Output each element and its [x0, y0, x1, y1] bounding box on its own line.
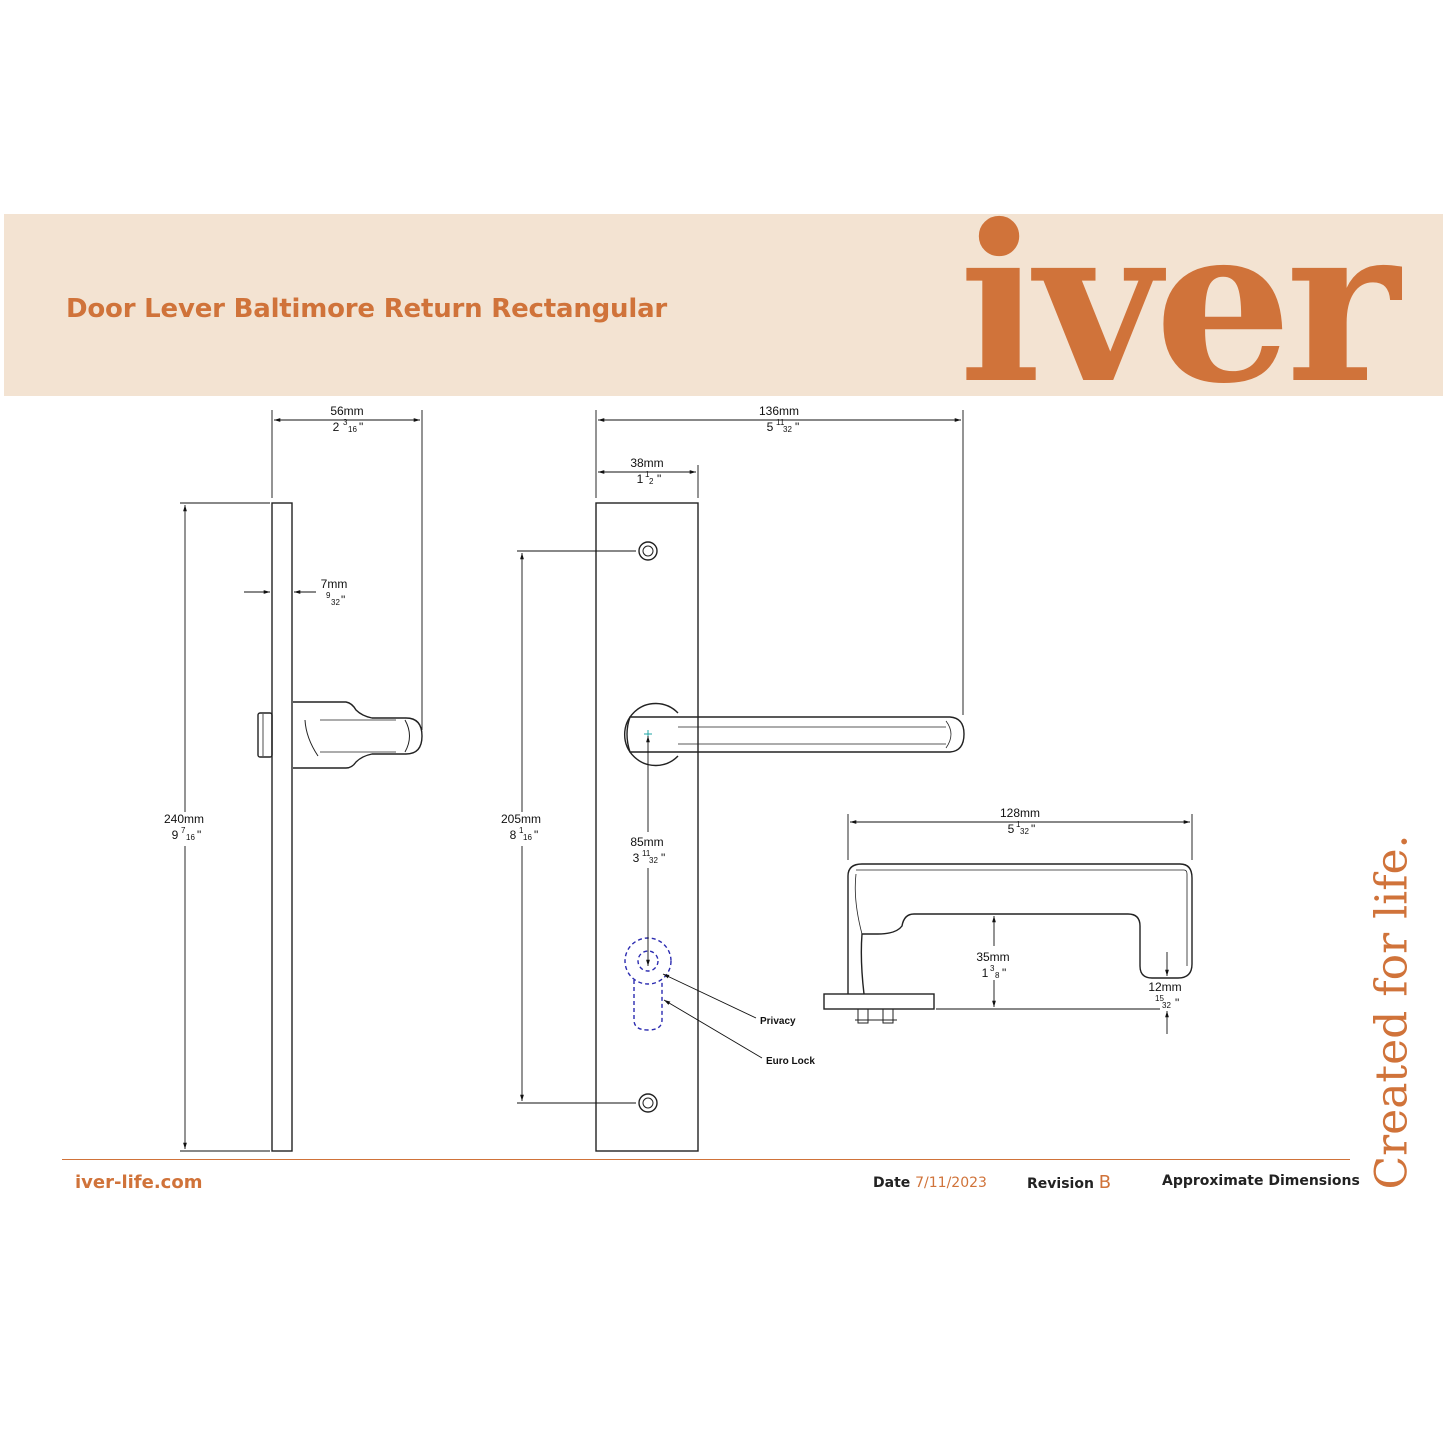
svg-text:": ": [1031, 822, 1035, 836]
top-view: [823, 863, 1193, 1024]
svg-text:": ": [657, 472, 661, 486]
lever-rose: [623, 702, 679, 767]
svg-text:": ": [534, 828, 538, 842]
date-label: Date: [873, 1175, 911, 1191]
dim-screw-centres-in-den: 16: [523, 833, 532, 842]
dim-side-projection-in-whole: 2: [333, 420, 340, 434]
dim-grip-clearance-in-whole: 1: [982, 966, 989, 980]
revision-value: B: [1098, 1172, 1112, 1193]
dim-overall-height-mm: 240mm: [164, 812, 204, 826]
dim-side-projection-in-num: 3: [343, 418, 348, 427]
bottom-screw-hole: [638, 1093, 658, 1113]
website-link[interactable]: iver-life.com: [75, 1172, 203, 1193]
dim-plate-width: 38mm 1 1 2 ": [630, 456, 663, 486]
spindle-left: [857, 1008, 869, 1024]
callout-euro-lock: Euro Lock: [766, 1056, 815, 1067]
dim-plate-thickness-in-den: 32: [331, 598, 340, 607]
dim-backset: 85mm 3 11 32 ": [630, 835, 665, 865]
dim-side-projection-in-den: 16: [348, 425, 357, 434]
dim-plate-thickness-mm: 7mm: [321, 577, 348, 591]
front-lever-arm: [626, 716, 965, 753]
dim-grip-clearance-in-den: 8: [995, 971, 1000, 980]
date-field: Date 7/11/2023: [873, 1175, 987, 1191]
top-dimensions: [847, 814, 1193, 1034]
svg-text:": ": [197, 828, 201, 842]
dim-plate-width-in-den: 2: [649, 477, 654, 486]
side-plate: [271, 502, 293, 1152]
svg-text:": ": [795, 420, 799, 434]
dim-overall-height-in-whole: 9: [172, 828, 179, 842]
dim-lever-length-mm: 136mm: [759, 404, 799, 418]
dim-overall-height-in-den: 16: [186, 833, 195, 842]
dim-screw-centres-in-num: 1: [519, 826, 524, 835]
dim-return-depth: 12mm 15 32 ": [1148, 980, 1181, 1010]
dim-backset-mm: 85mm: [630, 835, 663, 849]
dim-lever-length-in-den: 32: [783, 425, 792, 434]
dim-grip-clearance-in-num: 3: [990, 964, 995, 973]
top-lever-profile: [847, 863, 1193, 995]
dim-lever-length-in-num: 11: [776, 418, 785, 427]
dim-grip-length-mm: 128mm: [1000, 806, 1040, 820]
dim-grip-length-in-den: 32: [1020, 827, 1029, 836]
dim-return-depth-mm: 12mm: [1148, 980, 1181, 994]
dim-backset-in-den: 32: [649, 856, 658, 865]
dim-return-depth-in-num: 15: [1155, 994, 1164, 1003]
spindle-right: [882, 1008, 894, 1024]
dim-screw-centres-in-whole: 8: [510, 828, 517, 842]
svg-text:": ": [341, 593, 345, 607]
dim-grip-clearance-mm: 35mm: [976, 950, 1009, 964]
footer-divider: [62, 1159, 1350, 1160]
dim-side-projection: 56mm 2 3 16 ": [330, 404, 363, 434]
dim-lever-length: 136mm 5 11 32 ": [759, 404, 799, 434]
dim-grip-length-in-whole: 5: [1008, 822, 1015, 836]
dim-plate-width-in-whole: 1: [637, 472, 644, 486]
dim-plate-thickness: 7mm 9 32 ": [321, 577, 348, 607]
side-dimensions: [180, 410, 423, 1152]
dim-lever-length-in-whole: 5: [767, 420, 774, 434]
revision-field: Revision B: [1027, 1172, 1111, 1193]
dim-plate-width-in-num: 1: [645, 470, 650, 479]
svg-text:": ": [359, 420, 363, 434]
dim-screw-centres-mm: 205mm: [501, 812, 541, 826]
date-value: 7/11/2023: [915, 1175, 987, 1191]
top-rose: [823, 993, 935, 1010]
dimensions-note: Approximate Dimensions: [1162, 1173, 1360, 1189]
brand-logo: iver: [959, 177, 1400, 431]
callout-privacy: Privacy: [760, 1016, 796, 1027]
svg-text:": ": [1175, 996, 1179, 1010]
dim-plate-width-mm: 38mm: [630, 456, 663, 470]
revision-label: Revision: [1027, 1176, 1094, 1192]
side-turn-knob: [257, 712, 273, 758]
dim-plate-thickness-in-num: 9: [326, 591, 331, 600]
dim-grip-length-in-num: 1: [1016, 820, 1021, 829]
svg-text:": ": [661, 851, 665, 865]
top-screw-hole: [638, 541, 658, 561]
dim-grip-length: 128mm 5 1 32 ": [1000, 806, 1040, 836]
header-banner: Door Lever Baltimore Return Rectangular …: [4, 196, 1443, 412]
front-plate: [595, 502, 699, 1152]
dim-screw-centres: 205mm 8 1 16 ": [501, 812, 541, 842]
dim-backset-in-num: 11: [642, 849, 651, 858]
page-title: Door Lever Baltimore Return Rectangular: [66, 294, 668, 324]
dim-grip-clearance: 35mm 1 3 8 ": [976, 950, 1009, 980]
dim-return-depth-in-den: 32: [1162, 1001, 1171, 1010]
dim-side-projection-mm: 56mm: [330, 404, 363, 418]
dim-overall-height-in-num: 7: [181, 826, 186, 835]
front-dimensions: [517, 410, 964, 1104]
side-view: [257, 502, 423, 1152]
svg-text:": ": [1002, 966, 1006, 980]
dim-backset-in-whole: 3: [633, 851, 640, 865]
dim-overall-height: 240mm 9 7 16 ": [164, 812, 204, 842]
side-lever: [293, 701, 423, 769]
front-view: [595, 502, 965, 1152]
